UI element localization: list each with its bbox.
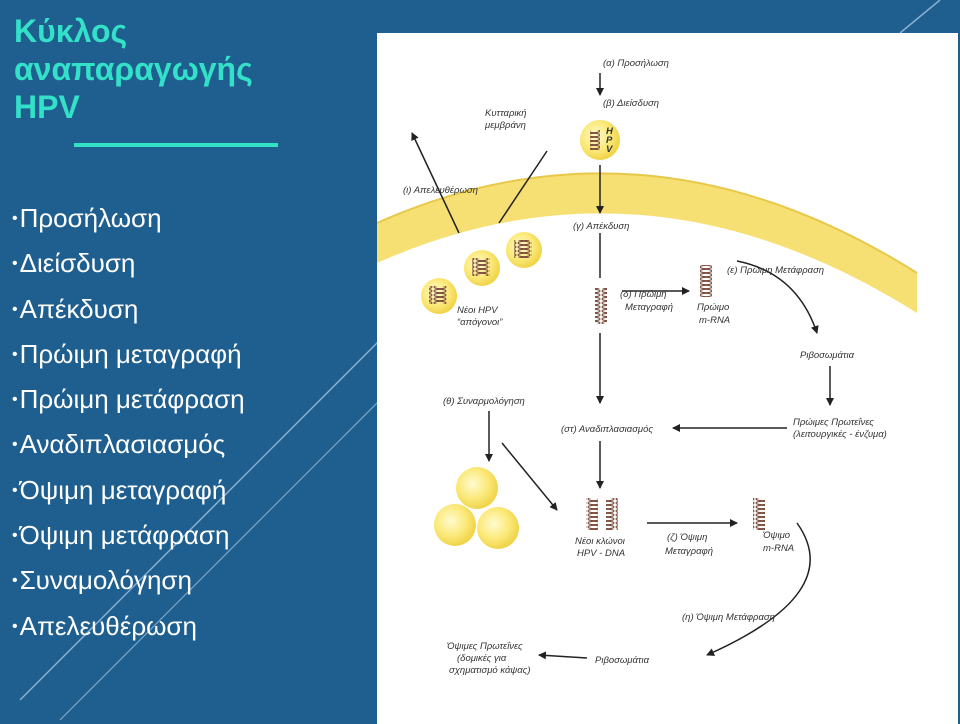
hpv-cycle-figure: H P V <box>377 33 958 724</box>
label-ribosomes-1: Ριβοσωμάτια <box>800 350 855 361</box>
label-new-hpv-1: Νέοι HPV <box>457 305 499 316</box>
step-item: Πρώιμη μεταγραφή <box>12 332 245 377</box>
virus-letter-h: H <box>606 126 614 137</box>
label-new-clones-2: HPV - DNA <box>577 548 625 559</box>
label-replication: (στ) Αναδιπλασιασμός <box>561 424 653 435</box>
slide-title: Κύκλος αναπαραγωγής HPV <box>14 12 354 126</box>
label-assembly: (θ) Συναρμολόγηση <box>443 396 525 407</box>
pathway-arrows <box>411 73 834 660</box>
label-early-transcription-1: (δ) Πρώιμη <box>620 289 667 300</box>
cell-membrane <box>377 173 917 313</box>
late-mrna-coil <box>753 498 765 530</box>
step-item: Πρώιμη μετάφραση <box>12 377 245 422</box>
step-item: Συναμολόγηση <box>12 558 245 603</box>
label-attachment: (α) Προσήλωση <box>603 58 669 69</box>
assembled-virions <box>434 467 519 549</box>
step-list: Προσήλωση Διείσδυση Απέκδυση Πρώιμη μετα… <box>12 196 245 649</box>
early-dna-coil <box>595 288 607 324</box>
label-membrane-1: Κυτταρική <box>485 108 527 119</box>
label-late-translation: (η) Όψιμη Μετάφραση <box>682 612 775 623</box>
label-membrane-2: μεμβράνη <box>484 120 526 131</box>
label-late-proteins-3: σχηματισμό κάψας) <box>449 665 531 676</box>
label-late-transcription-1: (ζ) Όψιμη <box>667 532 707 543</box>
step-item: Απελευθέρωση <box>12 604 245 649</box>
title-line-1: Κύκλος <box>14 13 128 49</box>
virus-letter-v: V <box>606 144 613 155</box>
label-early-translation: (ε) Πρώιμη Μετάφραση <box>727 265 824 276</box>
label-late-mrna-2: m-RNA <box>763 543 794 554</box>
title-underline <box>74 143 278 147</box>
title-line-2: αναπαραγωγής <box>14 51 253 87</box>
title-line-3: HPV <box>14 89 80 125</box>
new-clone-coil-2 <box>606 498 618 530</box>
label-new-hpv-2: “απόγονοι” <box>457 317 503 328</box>
step-item: Αναδιπλασιασμός <box>12 422 245 467</box>
label-late-proteins-1: Όψιμες Πρωτεΐνες <box>446 641 523 652</box>
new-clone-coil-1 <box>586 498 598 530</box>
entering-virus: H P V <box>580 120 620 160</box>
step-item: Απέκδυση <box>12 287 245 332</box>
label-ribosomes-2: Ριβοσωμάτια <box>595 655 650 666</box>
label-early-mrna-1: Πρώιμο <box>697 302 729 313</box>
label-uncoating: (γ) Απέκδυση <box>573 221 629 232</box>
label-early-proteins-2: (λειτουργικές - ένζυμα) <box>793 429 887 440</box>
new-hpv-particles <box>421 232 542 314</box>
step-item: Όψιμη μεταγραφή <box>12 468 245 513</box>
label-early-mrna-2: m-RNA <box>699 315 730 326</box>
early-mrna-coil <box>700 265 712 297</box>
label-release: (ι) Απελευθέρωση <box>403 185 478 196</box>
step-item: Όψιμη μετάφραση <box>12 513 245 558</box>
step-item: Προσήλωση <box>12 196 245 241</box>
label-late-proteins-2: (δομικές για <box>457 653 507 664</box>
label-late-mrna-1: Όψιμο <box>762 530 790 541</box>
label-new-clones-1: Νέοι κλώνοι <box>575 536 625 547</box>
hpv-cycle-diagram: H P V <box>377 58 918 676</box>
step-item: Διείσδυση <box>12 241 245 286</box>
label-early-transcription-2: Μεταγραφή <box>625 302 673 313</box>
virus-letter-p: P <box>606 135 613 146</box>
label-late-transcription-2: Μεταγραφή <box>665 546 713 557</box>
label-penetration: (β) Διείσδυση <box>603 98 659 109</box>
label-early-proteins-1: Πρώιμες Πρωτεΐνες <box>793 417 874 428</box>
